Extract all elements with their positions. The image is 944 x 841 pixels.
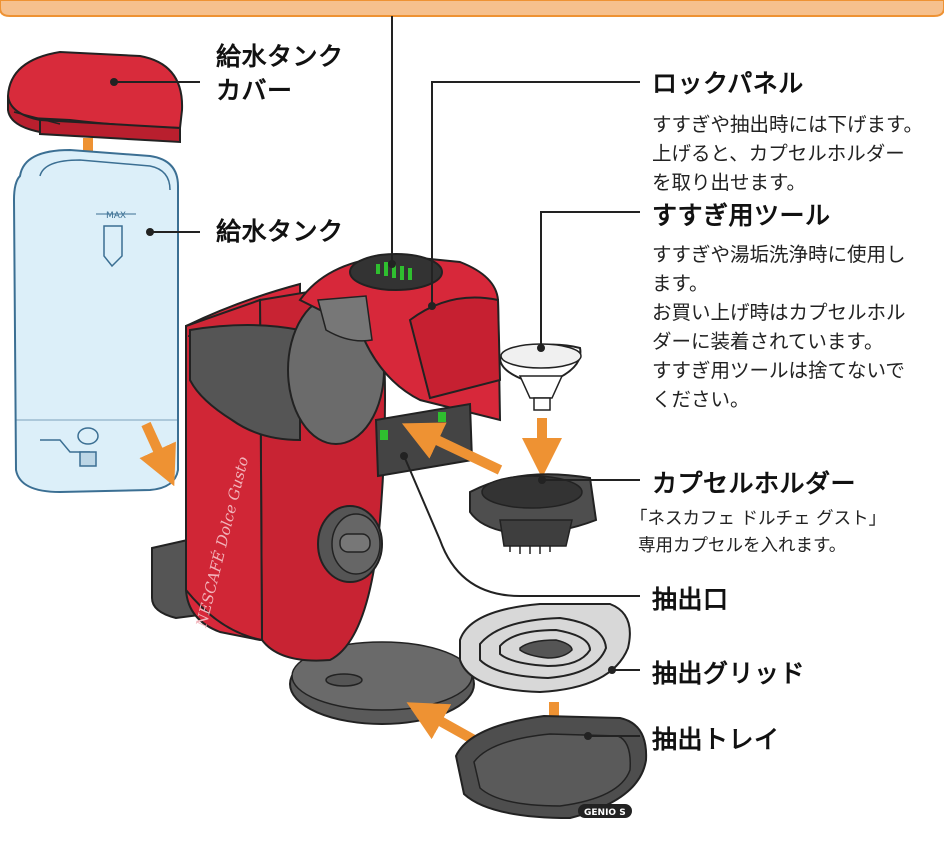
water-tank-cover [6, 50, 184, 144]
machine-capsule-slot [374, 402, 474, 478]
drip-grid [459, 603, 631, 694]
machine-selector-knob [317, 505, 383, 583]
machine-head [298, 253, 502, 422]
desc-rinse-tool-line-1: すすぎや湯垢洗浄時に使用し [652, 243, 906, 266]
desc-rinse-tool-line-2: ます。 [652, 272, 709, 295]
label-lock-panel: ロックパネル [652, 69, 804, 98]
desc-rinse-tool-line-5: すすぎ用ツールは捨てないで [652, 359, 905, 382]
desc-lock-panel-line-3: を取り出せます。 [652, 171, 807, 194]
label-tray: 抽出トレイ [652, 725, 780, 754]
desc-rinse-tool: すすぎや湯垢洗浄時に使用し ます。 お買い上げ時はカプセルホル ダーに装着されて… [652, 240, 906, 414]
desc-rinse-tool-line-3: お買い上げ時はカプセルホル [652, 301, 906, 324]
desc-rinse-tool-line-4: ダーに装着されています。 [652, 330, 884, 353]
leader-dots [110, 78, 616, 740]
label-tank: 給水タンク [216, 217, 344, 246]
label-capsule-holder: カプセルホルダー [652, 469, 857, 498]
label-rinse-tool: すすぎ用ツール [652, 201, 831, 230]
arrow-holder-to-machine [401, 422, 503, 475]
desc-rinse-tool-line-6: ください。 [652, 388, 750, 411]
desc-capsule-holder-line-1: 「ネスカフェ ドルチェ グスト」 [630, 509, 887, 529]
machine-side-panel [189, 324, 301, 442]
leader-lock-panel [431, 81, 640, 306]
desc-lock-panel: すすぎや抽出時には下げます。 上げると、カプセルホルダー を取り出せます。 [652, 110, 923, 197]
leader-lines [114, 16, 640, 737]
capsule-holder [469, 473, 598, 554]
label-tank-cover: 給水タンク カバー [216, 40, 344, 108]
drip-tray [454, 714, 648, 820]
label-tank-cover-line-2: カバー [216, 76, 293, 105]
tray-logo: GENIO S [584, 808, 626, 818]
leader-rinse-tool [540, 211, 640, 348]
leader-outlet [403, 455, 640, 597]
desc-capsule-holder-line-2: 専用カプセルを入れます。 [638, 536, 847, 556]
tank-max-mark: MAX [106, 211, 126, 221]
desc-capsule-holder: 「ネスカフェ ドルチェ グスト」 専用カプセルを入れます。 [630, 506, 886, 560]
arrow-tank-to-machine [139, 421, 176, 487]
label-grid: 抽出グリッド [652, 659, 806, 688]
rinse-tool [498, 343, 582, 411]
desc-lock-panel-line-1: すすぎや抽出時には下げます。 [652, 113, 924, 136]
desc-lock-panel-line-2: 上げると、カプセルホルダー [652, 142, 905, 165]
label-tank-cover-line-1: 給水タンク [216, 42, 344, 71]
top-banner [0, 0, 944, 17]
label-outlet: 抽出口 [652, 585, 729, 614]
